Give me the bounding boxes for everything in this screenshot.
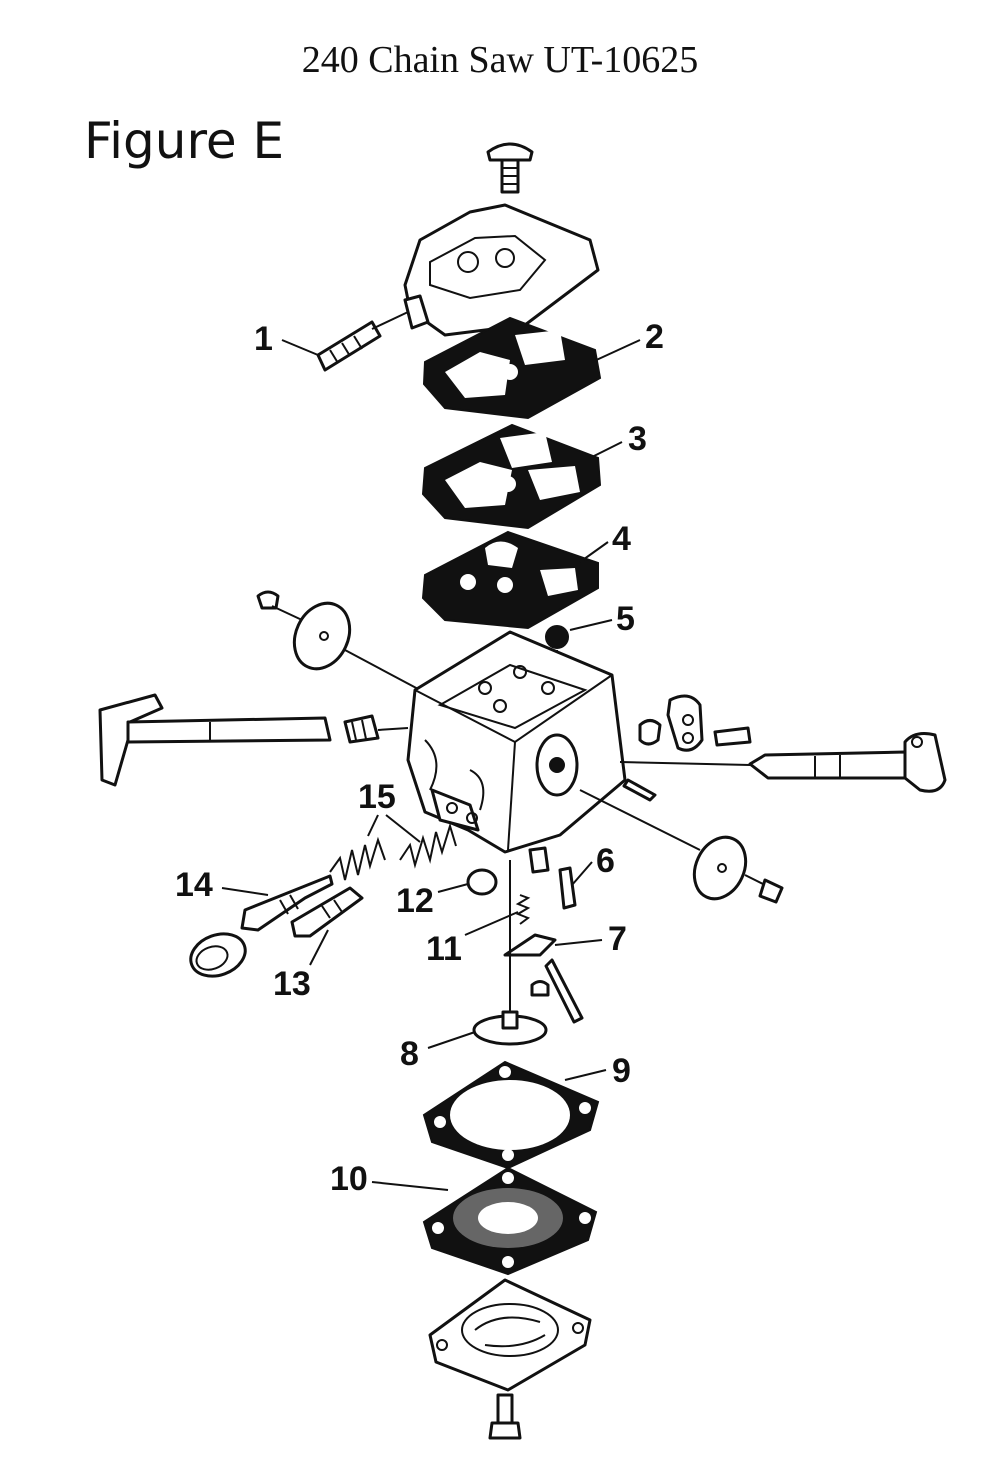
figure-label: Figure E <box>84 112 285 170</box>
part-2-gasket <box>422 316 602 420</box>
part-10-diaphragm <box>422 1166 598 1276</box>
callout-leaders <box>221 339 641 1191</box>
callout-numbers: 1 2 3 4 5 6 7 8 9 10 11 12 13 14 15 <box>175 318 664 1198</box>
pump-cover <box>403 203 600 337</box>
part-15-springs <box>329 822 457 881</box>
callout-8: 8 <box>400 1035 419 1073</box>
callout-10: 10 <box>330 1160 368 1198</box>
callout-14: 14 <box>175 866 213 904</box>
part-6-inlet-needle <box>528 846 577 910</box>
callout-13: 13 <box>273 965 311 1003</box>
part-14-mixture-needle <box>189 874 334 978</box>
callout-2: 2 <box>645 318 664 356</box>
callout-5: 5 <box>616 600 635 638</box>
part-3-diaphragm <box>421 423 602 530</box>
part-1-adjust-screw <box>316 311 409 372</box>
callout-11: 11 <box>426 930 462 968</box>
part-7-control-lever <box>503 933 584 1024</box>
bottom-screw <box>488 1393 522 1440</box>
callout-15: 15 <box>358 778 396 816</box>
part-9-gasket <box>422 1060 600 1170</box>
throttle-shaft-left <box>98 693 409 787</box>
callout-1: 1 <box>254 320 273 358</box>
top-screw <box>486 142 534 194</box>
callout-3: 3 <box>628 420 647 458</box>
part-4-gasket <box>421 530 599 630</box>
callout-6: 6 <box>596 842 615 880</box>
choke-lever-right <box>638 694 752 752</box>
callout-4: 4 <box>612 520 631 558</box>
callout-7: 7 <box>608 920 627 958</box>
part-11-spring <box>515 894 531 925</box>
part-13-mixture-needle <box>290 886 364 938</box>
callout-9: 9 <box>612 1052 631 1090</box>
part-12-screen <box>466 868 498 896</box>
callout-12: 12 <box>396 882 434 920</box>
part-8-metering-disc <box>472 860 548 1046</box>
choke-shaft-right <box>619 732 947 793</box>
throttle-disc-upper <box>256 590 421 691</box>
choke-disc-lower <box>579 789 784 904</box>
idle-screw-right <box>622 778 657 802</box>
page-title: 240 Chain Saw UT-10625 <box>301 39 699 81</box>
metering-cover <box>428 1278 592 1392</box>
carburetor-body <box>406 630 627 854</box>
